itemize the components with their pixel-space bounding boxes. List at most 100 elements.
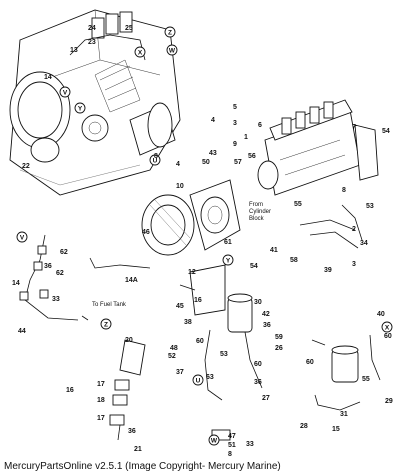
svg-text:V: V — [63, 90, 68, 97]
part-label: 62 — [56, 270, 64, 277]
part-label: 14 — [12, 280, 20, 287]
part-label: 6 — [258, 122, 262, 129]
part-label: 20 — [125, 337, 133, 344]
part-label: 25 — [125, 25, 133, 32]
part-label: 36 — [263, 322, 271, 329]
part-label: 28 — [300, 423, 308, 430]
part-label: 16 — [194, 297, 202, 304]
callout-z-lower: Z — [100, 318, 112, 330]
part-label: 7 — [352, 124, 356, 131]
svg-text:V: V — [20, 235, 25, 242]
callout-x-lower: X — [381, 321, 393, 333]
callout-y: Y — [74, 102, 86, 114]
part-label: 61 — [224, 239, 232, 246]
part-label: 12 — [188, 269, 196, 276]
from-cylinder-block-line-2: Cylinder — [249, 209, 271, 215]
fuel-system-exploded-diagram: X W V Z Y U X W V Z Y U 25 24 23 13 22 1… — [9, 9, 393, 458]
part-label: 60 — [196, 338, 204, 345]
callout-y-lower: Y — [222, 254, 234, 266]
part-label: 8 — [342, 187, 346, 194]
water-separator-drawing — [311, 334, 381, 411]
svg-text:W: W — [169, 48, 176, 55]
image-caption: MercuryPartsOnline v2.5.1 (Image Copyrig… — [4, 461, 281, 472]
gear-housing-drawing — [141, 179, 241, 256]
part-label: 24 — [88, 25, 96, 32]
part-label: 37 — [176, 369, 184, 376]
part-label: 55 — [362, 376, 370, 383]
engine-assembly-drawing — [9, 9, 181, 196]
part-label: 60 — [306, 359, 314, 366]
part-label: 53 — [366, 203, 374, 210]
callout-x: X — [134, 46, 146, 58]
fuel-line-left-drawing — [19, 234, 151, 321]
part-label: 50 — [202, 159, 210, 166]
callout-w: W — [166, 44, 178, 56]
callout-u: U — [149, 154, 161, 166]
part-label: 26 — [275, 345, 283, 352]
part-label: 8 — [154, 153, 158, 160]
part-label: 39 — [324, 267, 332, 274]
part-label: 48 — [170, 345, 178, 352]
part-label: 53 — [220, 351, 228, 358]
part-label: 36 — [254, 379, 262, 386]
part-label: 43 — [209, 150, 217, 157]
part-label: 3 — [352, 261, 356, 268]
part-label: 58 — [290, 257, 298, 264]
part-label: 4 — [176, 161, 180, 168]
part-label: 41 — [270, 247, 278, 254]
svg-text:X: X — [385, 325, 390, 332]
part-label: 8 — [228, 451, 232, 458]
part-label: 29 — [385, 398, 393, 405]
part-label: 63 — [206, 374, 214, 381]
svg-text:Z: Z — [168, 30, 172, 37]
svg-text:W: W — [211, 438, 218, 445]
part-label: 18 — [97, 397, 105, 404]
callout-u-lower: U — [192, 374, 204, 386]
part-label: 60 — [384, 333, 392, 340]
injector-nozzle-drawing — [109, 339, 231, 441]
svg-text:Y: Y — [78, 106, 83, 113]
part-label: 38 — [184, 319, 192, 326]
part-label: 54 — [250, 263, 258, 270]
part-label: 30 — [254, 299, 262, 306]
part-label: 21 — [134, 446, 142, 453]
part-label: 5 — [233, 104, 237, 111]
part-label: 42 — [262, 311, 270, 318]
part-label: 33 — [52, 296, 60, 303]
svg-text:X: X — [138, 50, 143, 57]
part-label: 56 — [248, 153, 256, 160]
part-label: 44 — [18, 328, 26, 335]
callout-w-lower: W — [208, 434, 220, 446]
part-label: 17 — [97, 381, 105, 388]
part-label: 16 — [66, 387, 74, 394]
part-label: 13 — [70, 47, 78, 54]
part-label: 55 — [294, 201, 302, 208]
part-label: 17 — [97, 415, 105, 422]
part-label: 2 — [352, 226, 356, 233]
from-cylinder-block-line-1: From — [249, 202, 263, 208]
fuel-filter-bracket-drawing — [179, 264, 263, 401]
part-label: 46 — [142, 229, 150, 236]
callout-v-lower: V — [16, 231, 28, 243]
to-fuel-tank-label: To Fuel Tank — [92, 302, 127, 308]
part-label: 47 — [228, 433, 236, 440]
svg-text:Z: Z — [104, 322, 108, 329]
part-label: 10 — [176, 183, 184, 190]
part-label: 34 — [360, 240, 368, 247]
from-cylinder-block-line-3: Block — [249, 216, 265, 222]
svg-text:U: U — [196, 378, 201, 385]
part-label: 22 — [22, 163, 30, 170]
part-label: 14A — [125, 277, 138, 284]
part-label: 45 — [176, 303, 184, 310]
part-label: 52 — [168, 353, 176, 360]
part-label: 15 — [332, 426, 340, 433]
part-label: 36 — [128, 428, 136, 435]
part-label: 9 — [233, 141, 237, 148]
part-label: 54 — [382, 128, 390, 135]
callout-v: V — [59, 86, 71, 98]
part-label: 4 — [211, 117, 215, 124]
part-label: 62 — [60, 249, 68, 256]
part-label: 1 — [244, 134, 248, 141]
part-label: 36 — [44, 263, 52, 270]
svg-text:Y: Y — [226, 258, 231, 265]
